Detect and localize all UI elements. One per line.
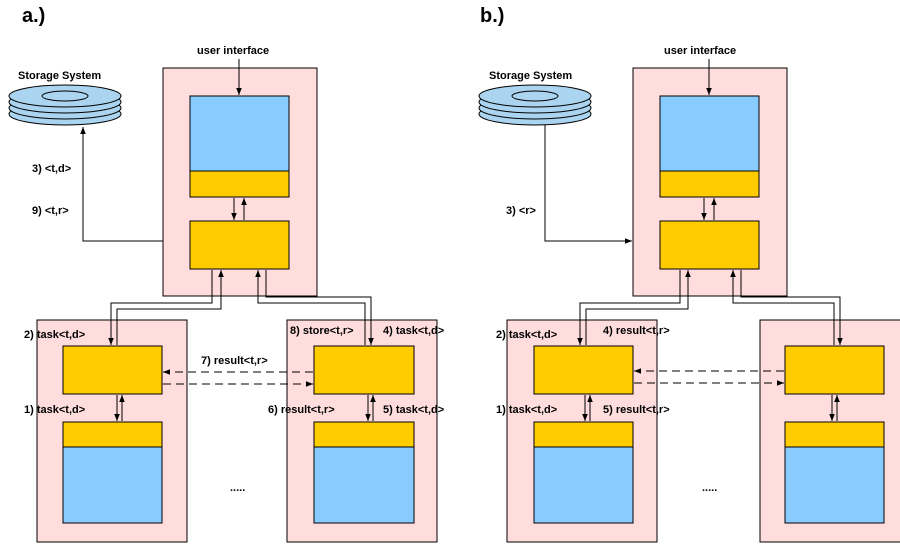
storage-system-label-a: Storage System bbox=[18, 70, 101, 82]
label-task-2-b: 2) task<t,d> bbox=[496, 329, 557, 341]
label-task-1-a: 1) task<t,d> bbox=[24, 404, 85, 416]
main-buffer-a bbox=[189, 170, 290, 198]
ellipsis-a: ..... bbox=[230, 482, 245, 494]
storage-connector-b bbox=[544, 125, 632, 244]
ellipsis-b: ..... bbox=[702, 482, 717, 494]
panel-b: b.) Storage System user interface 3) <r>… bbox=[478, 5, 900, 543]
storage-disk-stack-a bbox=[8, 84, 122, 126]
storage-label-2-a: 9) <t,r> bbox=[32, 205, 69, 217]
panel-a: a.) Storage System user interface 3) <t,… bbox=[8, 5, 444, 543]
panel-a-label: a.) bbox=[22, 5, 45, 27]
storage-system-label-b: Storage System bbox=[489, 70, 572, 82]
storage-label-1-a: 3) <t,d> bbox=[32, 163, 71, 175]
label-result-4-b: 4) result<t,r> bbox=[603, 325, 670, 337]
label-result-7-a: 7) result<t,r> bbox=[201, 355, 268, 367]
main-logic-a bbox=[189, 220, 290, 270]
user-interface-label-a: user interface bbox=[197, 45, 269, 57]
user-interface-label-b: user interface bbox=[664, 45, 736, 57]
label-result-5-b: 5) result<t,r> bbox=[603, 404, 670, 416]
label-task-1-b: 1) task<t,d> bbox=[496, 404, 557, 416]
label-task-2-a: 2) task<t,d> bbox=[24, 329, 85, 341]
label-task-5-a: 5) task<t,d> bbox=[383, 404, 444, 416]
label-result-6-a: 6) result<t,r> bbox=[268, 404, 335, 416]
label-task-4-a: 4) task<t,d> bbox=[383, 325, 444, 337]
storage-connector-a bbox=[80, 127, 163, 242]
storage-label-b: 3) <r> bbox=[506, 205, 536, 217]
panel-b-label: b.) bbox=[480, 5, 504, 27]
label-store-8-a: 8) store<t,r> bbox=[290, 325, 354, 337]
storage-disk-stack-b bbox=[478, 84, 592, 126]
